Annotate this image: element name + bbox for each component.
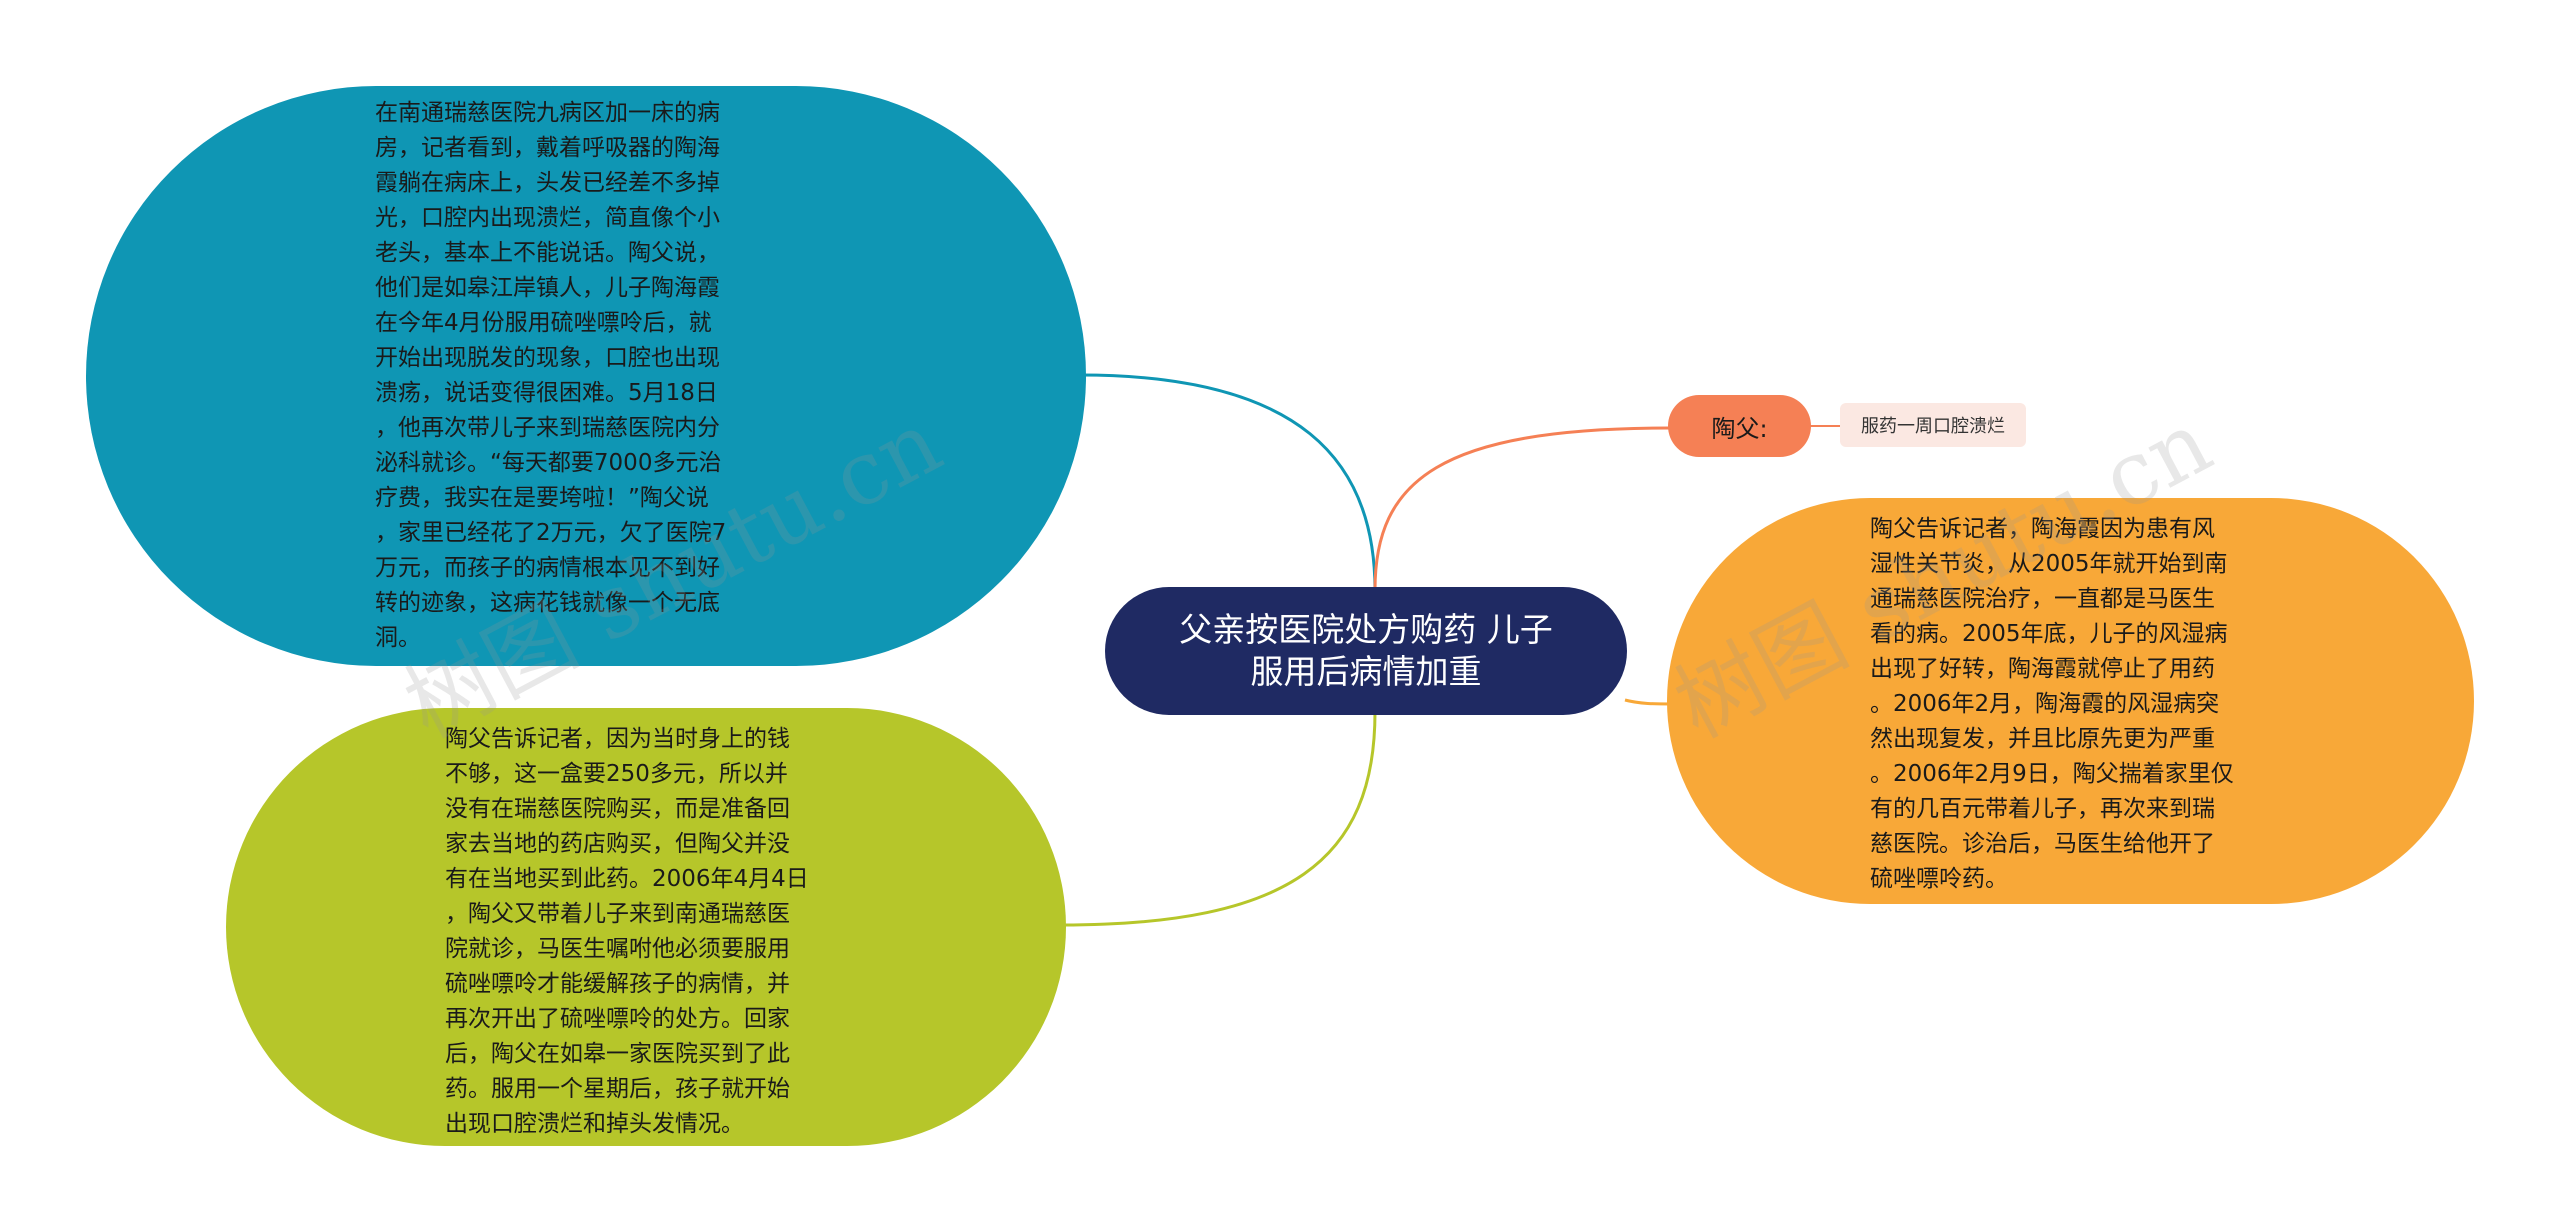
topic-node-tao[interactable]: 陶父: xyxy=(1668,395,1811,457)
topic-node-blue[interactable]: 在南通瑞慈医院九病区加一床的病 房，记者看到，戴着呼吸器的陶海 霞躺在病床上，头… xyxy=(86,86,1086,666)
topic-orange-text: 陶父告诉记者，陶海霞因为患有风 湿性关节炎，从2005年就开始到南 通瑞慈医院治… xyxy=(1870,516,2234,892)
topic-node-orange[interactable]: 陶父告诉记者，陶海霞因为患有风 湿性关节炎，从2005年就开始到南 通瑞慈医院治… xyxy=(1667,498,2474,904)
subtopic-node[interactable]: 服药一周口腔溃烂 xyxy=(1840,403,2026,447)
topic-node-green[interactable]: 陶父告诉记者，因为当时身上的钱 不够，这一盒要250多元，所以并 没有在瑞慈医院… xyxy=(226,708,1066,1146)
central-topic[interactable]: 父亲按医院处方购药 儿子 服用后病情加重 xyxy=(1105,587,1627,715)
central-topic-label: 父亲按医院处方购药 儿子 服用后病情加重 xyxy=(1179,610,1553,691)
link-to-orange xyxy=(1624,698,1673,706)
topic-tao-label: 陶父: xyxy=(1711,414,1768,443)
subtopic-label: 服药一周口腔溃烂 xyxy=(1861,416,2005,437)
topic-blue-text: 在南通瑞慈医院九病区加一床的病 房，记者看到，戴着呼吸器的陶海 霞躺在病床上，头… xyxy=(375,100,727,651)
link-to-green xyxy=(1061,711,1377,927)
link-to-tao xyxy=(1373,426,1671,591)
topic-green-text: 陶父告诉记者，因为当时身上的钱 不够，这一盒要250多元，所以并 没有在瑞慈医院… xyxy=(445,726,809,1137)
link-to-blue xyxy=(1079,373,1377,591)
